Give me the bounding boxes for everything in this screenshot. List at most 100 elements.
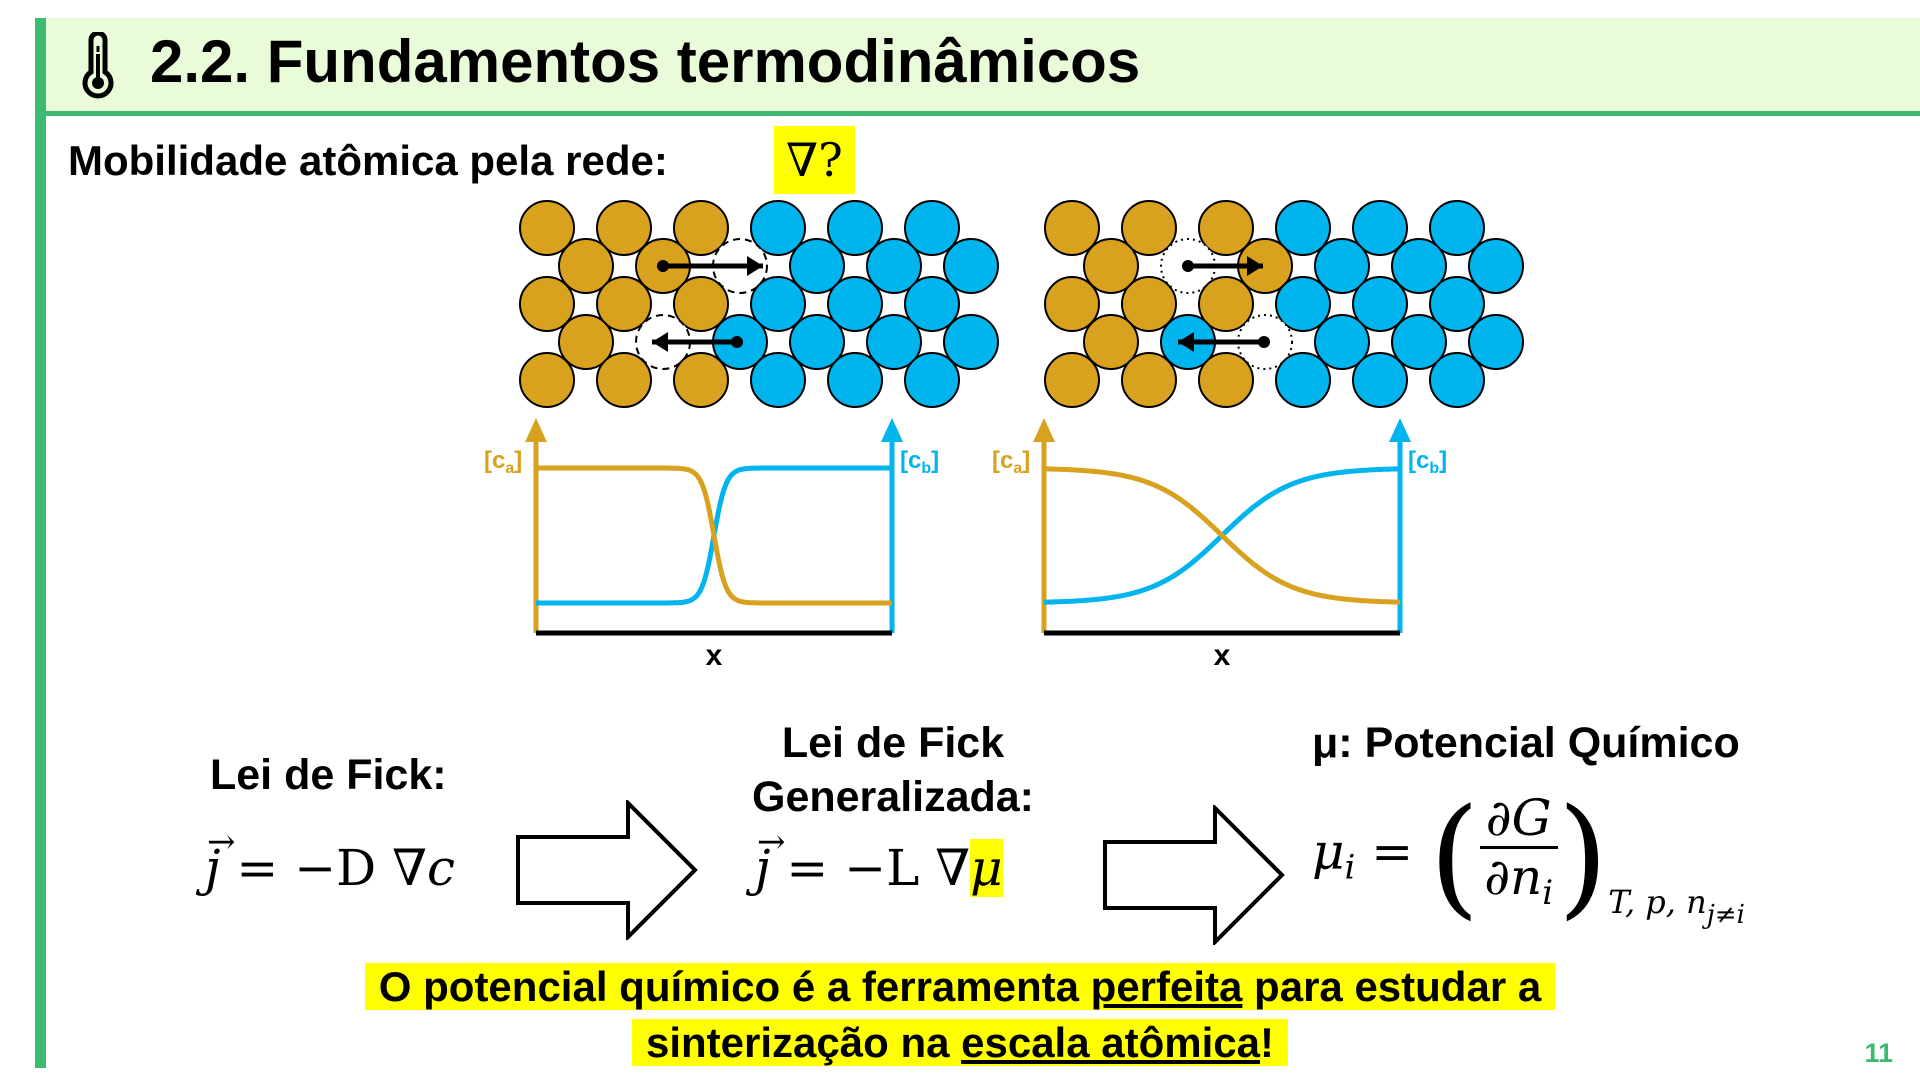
- chemical-potential-title: μ: Potencial Químico: [1312, 719, 1740, 767]
- diffusion-diagrams: [ca][cb]x[ca][cb]x: [484, 200, 1524, 672]
- label-ca: [ca]: [484, 447, 522, 477]
- atom-a: [1044, 352, 1100, 408]
- paren-left: (: [1429, 779, 1480, 932]
- atom-a: [1121, 276, 1177, 332]
- atom-a: [558, 314, 614, 370]
- derivative-numerator: ∂G: [1479, 790, 1558, 849]
- arrow-right-icon: [1103, 805, 1285, 945]
- atom-a: [558, 238, 614, 294]
- atom-a: [673, 352, 729, 408]
- atom-b: [943, 238, 999, 294]
- atom-b: [1391, 314, 1447, 370]
- curve-ca: [536, 465, 892, 606]
- atom-b: [1352, 200, 1408, 256]
- atom-b: [1429, 200, 1485, 256]
- atom-lattice-left: [519, 200, 999, 408]
- atom-b: [750, 200, 806, 256]
- atom-b: [827, 352, 883, 408]
- atom-b: [904, 276, 960, 332]
- partial-derivative: ∂G∂ni: [1479, 790, 1558, 921]
- fick-generalized-title: Lei de Fick Generalizada:: [733, 716, 1053, 824]
- jump-arrow-origin: [731, 336, 743, 348]
- atom-a: [1121, 352, 1177, 408]
- axis-cb-arrow: [1389, 418, 1411, 442]
- atom-b: [1352, 276, 1408, 332]
- fick-generalized-title-line2: Generalizada:: [752, 773, 1034, 821]
- atom-b: [866, 238, 922, 294]
- flux-vector: j: [755, 812, 785, 898]
- atom-b: [1391, 238, 1447, 294]
- atom-a: [1044, 276, 1100, 332]
- atom-a: [519, 276, 575, 332]
- fick-generalized-title-line1: Lei de Fick: [781, 719, 1005, 767]
- header-underline: [35, 111, 1920, 116]
- atom-lattice-right: [1044, 200, 1524, 408]
- atom-a: [596, 200, 652, 256]
- atom-b: [827, 200, 883, 256]
- atom-a: [1121, 200, 1177, 256]
- label-x: x: [706, 639, 723, 672]
- atom-a: [596, 276, 652, 332]
- constraint-subscript: j≠i: [1706, 899, 1745, 930]
- denominator-symbol: ∂n: [1484, 848, 1543, 906]
- atom-b: [789, 314, 845, 370]
- arrow-right-icon: [516, 800, 698, 940]
- atom-b: [943, 314, 999, 370]
- denominator-subscript: i: [1542, 873, 1554, 913]
- jump-arrow-origin: [1182, 260, 1194, 272]
- atom-a: [1198, 352, 1254, 408]
- atom-a: [1083, 238, 1139, 294]
- paren-right: ): [1557, 779, 1609, 932]
- atom-a: [1083, 314, 1139, 370]
- equals-sign: =: [1355, 822, 1430, 881]
- mu-highlight: μ: [970, 839, 1003, 897]
- concentration-plots: [ca][cb]x[ca][cb]x: [484, 418, 1447, 672]
- header-band: [46, 18, 1920, 114]
- atom-b: [1468, 314, 1524, 370]
- page-number: 11: [1864, 1038, 1893, 1068]
- axis-ca-arrow: [525, 418, 547, 442]
- label-cb: [cb]: [1408, 447, 1447, 477]
- thermometer-icon: [82, 32, 114, 99]
- axis-cb-arrow: [881, 418, 903, 442]
- atom-a: [673, 200, 729, 256]
- atom-b: [1429, 276, 1485, 332]
- conclusion-text: O potencial químico é a ferramenta: [378, 963, 1091, 1010]
- jump-arrows: [652, 256, 1270, 352]
- atom-b: [1468, 238, 1524, 294]
- conclusion-highlight-1: O potencial químico é a ferramenta perfe…: [364, 963, 1556, 1010]
- conclusion-highlight-2: sinterização na escala atômica!: [632, 1019, 1288, 1066]
- mu-symbol: μ: [1312, 822, 1345, 881]
- atom-b: [750, 276, 806, 332]
- label-cb: [cb]: [900, 447, 939, 477]
- fick-law-title: Lei de Fick:: [210, 751, 447, 799]
- conclusion-line-2: sinterização na escala atômica!: [0, 1016, 1920, 1070]
- constraint-text: T, p, n: [1608, 882, 1707, 921]
- flux-vector: j: [205, 812, 235, 898]
- atom-b: [1314, 314, 1370, 370]
- atom-a: [519, 200, 575, 256]
- conclusion-text: para estudar a: [1242, 963, 1542, 1010]
- atom-b: [1429, 352, 1485, 408]
- atom-b: [904, 200, 960, 256]
- jump-arrow-head: [652, 332, 668, 352]
- curve-ca: [1043, 466, 1401, 605]
- fick-gen-eq-middle: = −L ∇: [770, 839, 971, 897]
- jump-arrow-head: [1178, 332, 1194, 352]
- conclusion-line-1: O potencial químico é a ferramenta perfe…: [0, 960, 1920, 1014]
- nabla-badge: ∇?: [774, 126, 855, 194]
- atom-b: [789, 238, 845, 294]
- atom-a: [673, 276, 729, 332]
- derivative-constraints: T, p, nj≠i: [1608, 882, 1745, 930]
- atom-b: [1275, 352, 1331, 408]
- mu-subscript: i: [1344, 847, 1356, 888]
- atom-a: [1198, 200, 1254, 256]
- atom-b: [866, 314, 922, 370]
- left-accent-bar: [35, 18, 46, 1068]
- jump-arrow-origin: [1258, 336, 1270, 348]
- atom-a: [596, 352, 652, 408]
- fick-generalized-equation: j = −L ∇μ: [755, 812, 1003, 898]
- atom-b: [1352, 352, 1408, 408]
- jump-arrow-head: [747, 256, 763, 276]
- conclusion-underlined: perfeita: [1090, 963, 1243, 1010]
